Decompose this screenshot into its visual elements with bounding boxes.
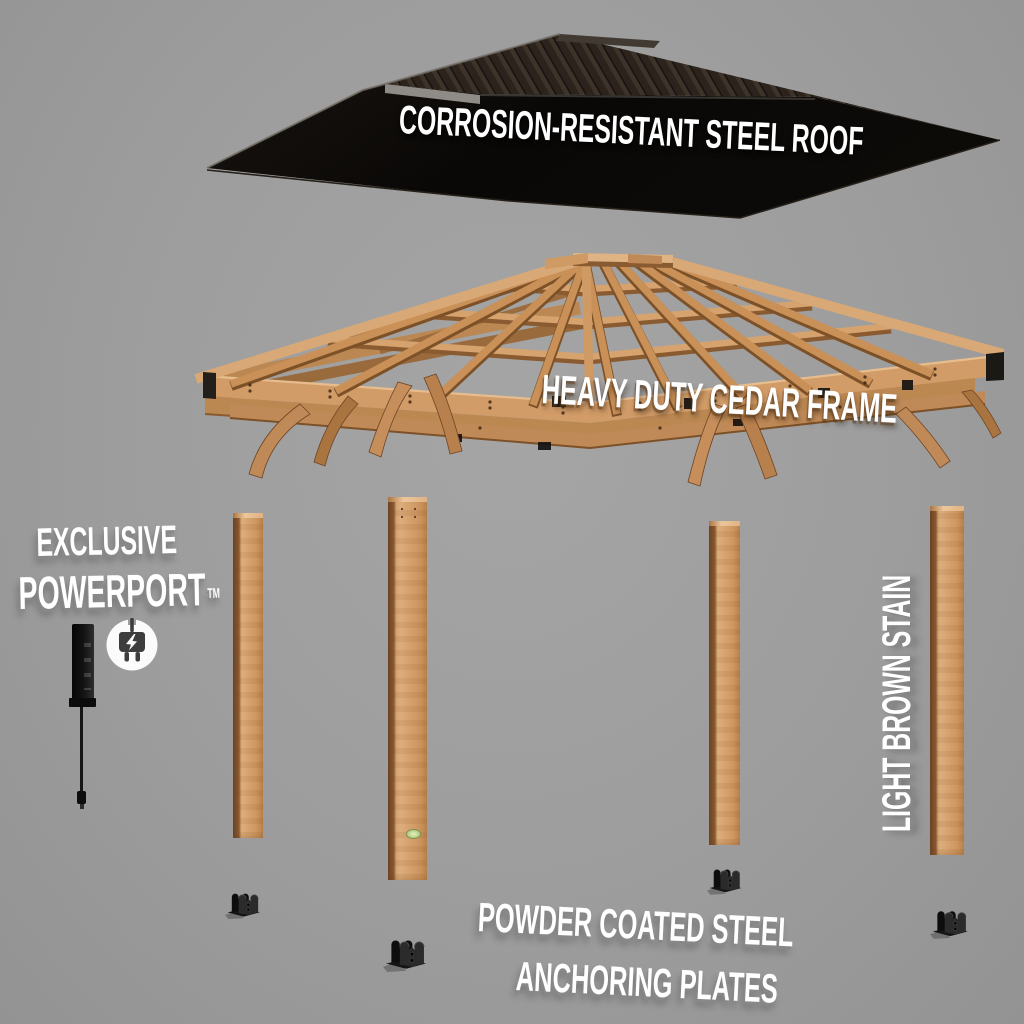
anchor-plate-icon xyxy=(224,893,261,920)
anchor-plate-icon xyxy=(382,939,427,973)
power-plug-icon xyxy=(106,616,158,671)
fascia-upper-band xyxy=(205,356,996,423)
ridge-beam xyxy=(545,253,674,269)
roof-rim-light xyxy=(206,33,561,169)
knee-braces xyxy=(248,373,1002,487)
stain-label-text: LIGHT BROWN STAIN xyxy=(875,574,919,832)
powerport-cord xyxy=(80,707,83,792)
stain-label: LIGHT BROWN STAIN xyxy=(875,574,919,832)
powerport-label-line1-text: EXCLUSIVE xyxy=(35,518,178,565)
powerport-label-line1: EXCLUSIVE xyxy=(35,518,178,565)
powerport-label-line2: POWERPORTTM xyxy=(17,563,221,619)
roof-bottom-edge xyxy=(206,139,1001,219)
tie-beam-shade xyxy=(229,403,986,450)
anchor-plate-icon xyxy=(706,869,742,896)
powerport-bracket xyxy=(69,698,96,707)
beam-end-cap-left xyxy=(203,372,216,399)
roof-ridge-cap-gray xyxy=(385,84,480,104)
cedar-post-2 xyxy=(388,497,427,880)
powerport-label-line2-text: POWERPORT xyxy=(17,563,206,619)
post-sticker xyxy=(406,829,421,839)
powerport-plug xyxy=(77,791,86,804)
roof-front-face xyxy=(207,84,1000,218)
roof-apex-cap xyxy=(556,34,660,48)
steel-roof xyxy=(206,33,1001,219)
cedar-post-3 xyxy=(709,521,740,845)
powerport-strip xyxy=(72,624,94,702)
cedar-frame xyxy=(194,253,1005,487)
cedar-post-4 xyxy=(930,506,964,855)
hip-rafters xyxy=(194,254,1005,411)
anchor-plate-icon xyxy=(929,910,969,940)
beam-end-cap-right xyxy=(986,352,1004,381)
roof-fold-highlight xyxy=(479,94,816,100)
roof-top-panels xyxy=(385,34,1000,140)
powerport-plug-tip xyxy=(80,804,84,809)
cedar-post-1 xyxy=(233,513,263,838)
rafters xyxy=(229,255,934,418)
powerport-outlets xyxy=(84,632,91,690)
trademark-symbol: TM xyxy=(207,584,221,602)
